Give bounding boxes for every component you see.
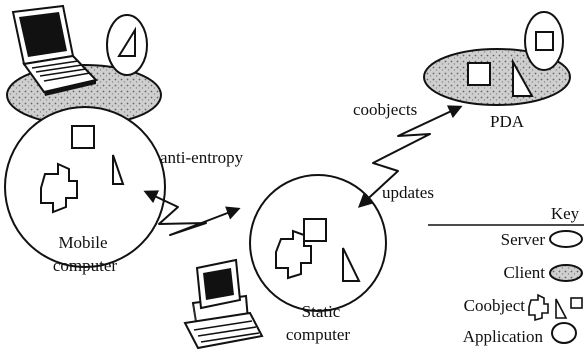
static-cross-coobject	[275, 229, 312, 280]
mobile-computer-node: Mobile computer	[4, 4, 166, 275]
static-computer-node: Static computer	[183, 174, 387, 350]
mobile-label-line1: Mobile	[58, 233, 107, 252]
legend-client-label: Client	[503, 263, 545, 282]
static-square-coobject	[303, 218, 327, 242]
static-triangle-coobject	[342, 247, 361, 282]
legend-coobject-label: Coobject	[464, 296, 526, 315]
anti-entropy-link	[143, 190, 241, 236]
mobile-label-line2: computer	[53, 256, 118, 275]
legend: Key Server Client Coobject Application	[428, 204, 584, 346]
desktop-computer-icon	[183, 258, 264, 350]
static-server-circle	[249, 174, 387, 312]
mobile-server-circle	[4, 106, 166, 268]
legend-triangle-icon	[555, 298, 568, 319]
legend-server-symbol	[549, 230, 583, 248]
pda-label: PDA	[490, 112, 525, 131]
coobjects-updates-link	[357, 105, 463, 208]
mobile-app-triangle	[117, 26, 136, 57]
mobile-square-coobject	[71, 125, 95, 149]
legend-cross-icon	[528, 293, 549, 322]
pda-square-coobject	[467, 62, 491, 86]
legend-server-label: Server	[501, 230, 546, 249]
legend-application-label: Application	[463, 327, 544, 346]
legend-title: Key	[551, 204, 580, 223]
pda-triangle-coobject	[512, 58, 534, 97]
updates-label: updates	[382, 183, 434, 202]
laptop-icon	[11, 4, 98, 96]
legend-square-icon	[570, 297, 583, 309]
legend-client-symbol	[549, 264, 583, 282]
static-label-line1: Static	[302, 302, 341, 321]
pda-node: PDA	[423, 11, 571, 131]
mobile-triangle-coobject	[112, 154, 125, 185]
legend-application-symbol	[551, 322, 577, 344]
mobile-cross-coobject	[40, 162, 78, 214]
static-label-line2: computer	[286, 325, 351, 344]
coobjects-label: coobjects	[353, 100, 417, 119]
pda-app-square	[535, 31, 554, 51]
anti-entropy-label: anti-entropy	[160, 148, 244, 167]
